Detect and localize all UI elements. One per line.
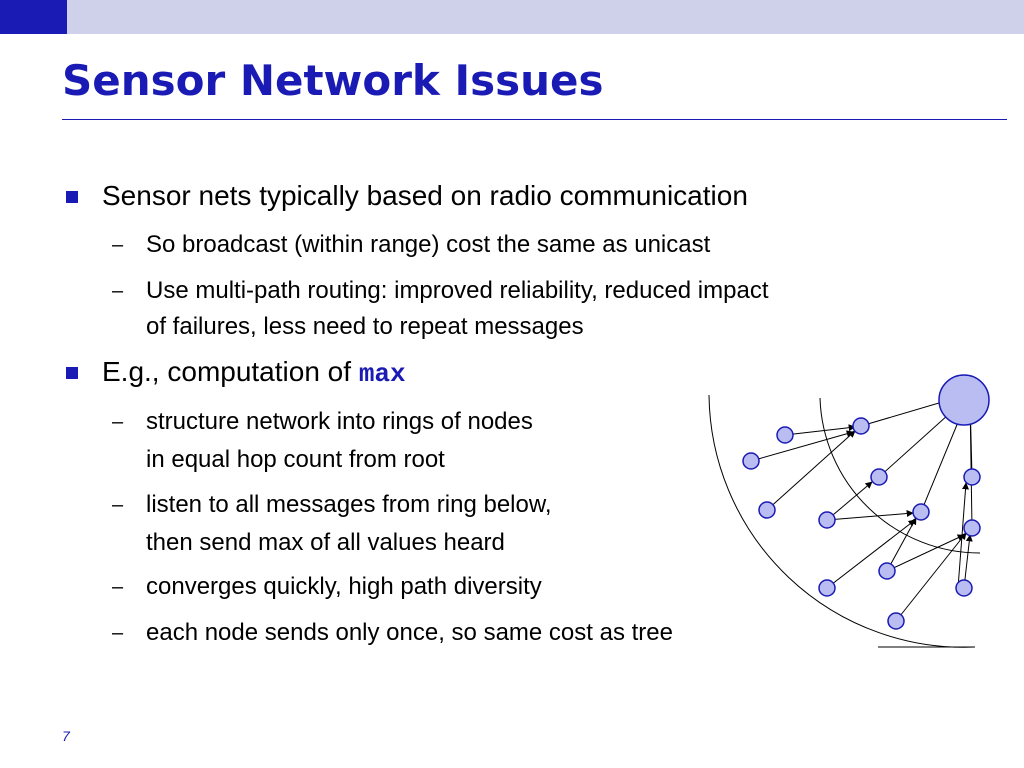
dash-icon: – (112, 411, 124, 433)
dash-icon: – (112, 280, 124, 302)
network-node (887, 612, 905, 630)
dash-icon: – (112, 622, 124, 644)
network-node (955, 579, 973, 597)
title-divider (62, 119, 1007, 120)
header-accent-square (0, 0, 67, 34)
sub-bullet-text: listen to all messages from ring below, (146, 491, 552, 518)
bullet-2-text: E.g., computation of (102, 356, 359, 387)
inner-ring-arc (819, 397, 981, 554)
sub-bullet-text: So broadcast (within range) cost the sam… (146, 231, 711, 258)
code-max: max (358, 359, 406, 389)
network-node (852, 417, 870, 435)
square-bullet-icon (66, 191, 78, 203)
dash-icon: – (112, 234, 124, 256)
nodes (742, 374, 990, 630)
slide-title: Sensor Network Issues (62, 56, 604, 105)
root-node (938, 374, 990, 426)
sub-bullet-text: then send max of all values heard (146, 529, 505, 556)
sub-bullet-text: Use multi-path routing: improved reliabi… (146, 277, 769, 304)
bullet-1-text: Sensor nets typically based on radio com… (102, 180, 748, 211)
network-node (912, 503, 930, 521)
network-node (742, 452, 760, 470)
sub-bullet-text: structure network into rings of nodes (146, 408, 533, 435)
sub-bullet-text: converges quickly, high path diversity (146, 573, 542, 600)
network-node (963, 468, 981, 486)
header-band (0, 0, 1024, 34)
outer-ring-arc (708, 394, 976, 648)
network-node (776, 426, 794, 444)
edges (750, 393, 974, 622)
network-node (963, 519, 981, 537)
dash-icon: – (112, 494, 124, 516)
sub-bullet-text: in equal hop count from root (146, 446, 445, 473)
network-node (818, 511, 836, 529)
network-node (878, 562, 896, 580)
sub-bullet-text: of failures, less need to repeat message… (146, 313, 584, 340)
network-node (818, 579, 836, 597)
network-node (870, 468, 888, 486)
ring-network-diagram (708, 374, 990, 648)
square-bullet-icon (66, 367, 78, 379)
network-node (758, 501, 776, 519)
sub-bullet-text: each node sends only once, so same cost … (146, 619, 673, 646)
dash-icon: – (112, 576, 124, 598)
page-number: 7 (62, 728, 70, 744)
